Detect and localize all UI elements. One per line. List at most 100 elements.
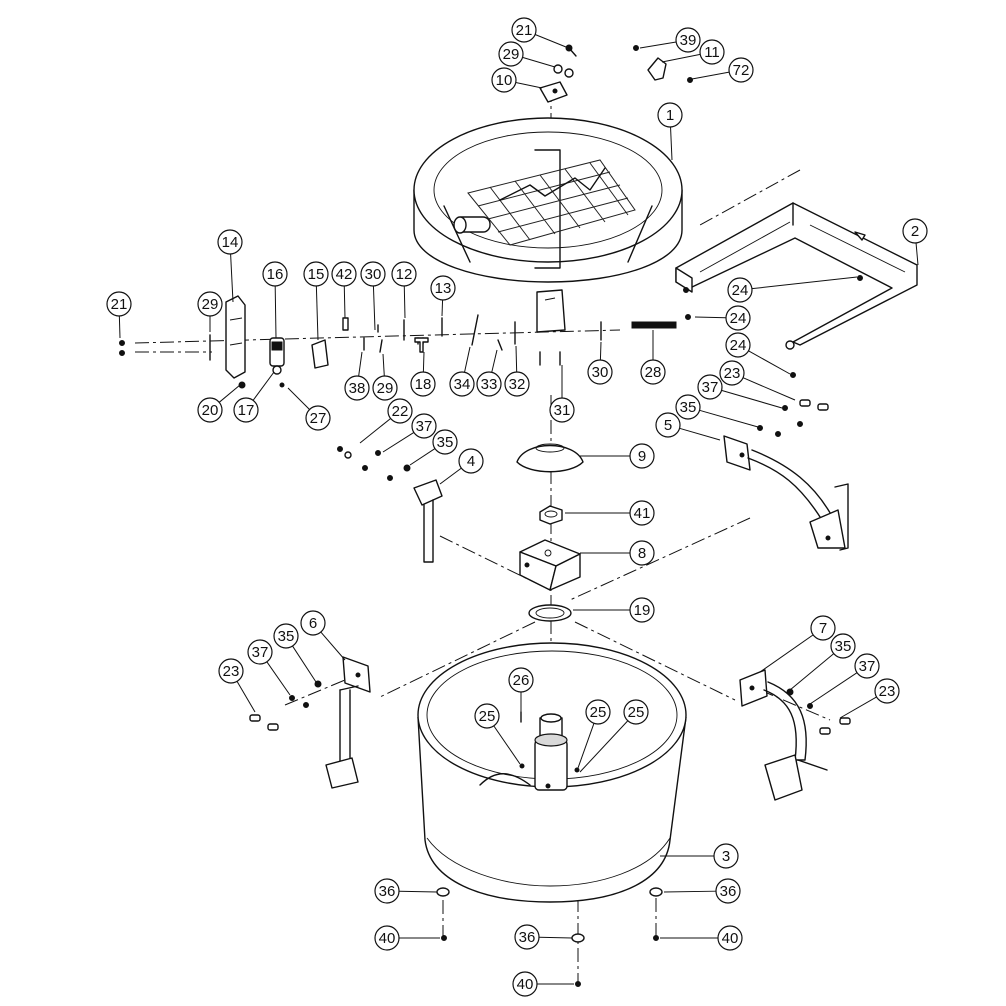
leader-line-c35-a: [699, 409, 759, 428]
leader-line-c15: [315, 285, 319, 341]
callout-c23-a: 23: [719, 360, 745, 386]
leader-line-c39: [639, 41, 677, 49]
leader-line-c37-c: [266, 661, 291, 696]
callout-number: 17: [238, 402, 255, 419]
callout-bubble: [233, 397, 259, 423]
leader-line-c25-b: [577, 723, 595, 769]
leader-line-c27: [287, 387, 310, 410]
callout-number: 29: [202, 296, 219, 313]
callout-c17: 17: [233, 397, 259, 423]
callout-bubble: [549, 397, 575, 423]
callout-c37-a: 37: [697, 374, 723, 400]
callout-bubble: [262, 261, 288, 287]
callout-c39: 39: [675, 27, 701, 53]
callout-bubble: [629, 443, 655, 469]
callout-c15: 15: [303, 261, 329, 287]
callout-c35-a: 35: [675, 394, 701, 420]
callout-bubble: [657, 102, 683, 128]
leader-line-c38: [358, 351, 363, 377]
callout-c72: 72: [728, 57, 754, 83]
leader-line-c6: [320, 631, 346, 661]
callout-number: 20: [202, 402, 219, 419]
callout-bubble: [504, 371, 530, 397]
callout-c27: 27: [305, 405, 331, 431]
callout-c29-top: 29: [498, 41, 524, 67]
callout-bubble: [458, 448, 484, 474]
callout-bubble: [498, 41, 524, 67]
leader-line-c17: [252, 371, 275, 401]
callout-bubble: [474, 703, 500, 729]
callout-bubble: [699, 39, 725, 65]
callout-bubble: [344, 375, 370, 401]
leader-line-c29-mid: [382, 353, 385, 377]
callout-bubble: [675, 394, 701, 420]
callout-bubble: [874, 678, 900, 704]
leader-line-c1: [670, 126, 673, 161]
callout-number: 9: [638, 448, 646, 465]
callout-number: 24: [730, 310, 747, 327]
callout-number: 42: [336, 266, 353, 283]
leader-line-c5: [679, 427, 721, 441]
callout-c38: 38: [344, 375, 370, 401]
callout-c36-a: 36: [374, 878, 400, 904]
callout-bubble: [854, 653, 880, 679]
callout-number: 11: [704, 44, 720, 61]
leader-line-c34: [464, 346, 471, 373]
grid-top-part-1: [413, 117, 683, 283]
callout-bubble: [902, 218, 928, 244]
callout-number: 40: [722, 930, 739, 947]
callout-bubble: [629, 540, 655, 566]
callout-c19: 19: [629, 597, 655, 623]
callout-bubble: [830, 633, 856, 659]
callout-number: 37: [702, 379, 719, 396]
callout-c36-b: 36: [715, 878, 741, 904]
callout-bubble: [410, 371, 436, 397]
leader-line-c18: [422, 351, 425, 373]
callout-bubble: [585, 699, 611, 725]
callout-c24-c: 24: [725, 332, 751, 358]
callout-c5: 5: [655, 412, 681, 438]
callout-number: 6: [309, 615, 317, 632]
callout-c3: 3: [713, 843, 739, 869]
leader-line-c14: [230, 253, 234, 303]
callout-c37-c: 37: [247, 639, 273, 665]
callout-bubble: [728, 57, 754, 83]
callout-c7: 7: [810, 615, 836, 641]
callout-c1: 1: [657, 102, 683, 128]
callout-bubble: [717, 925, 743, 951]
callout-bubble: [629, 597, 655, 623]
leader-line-c4: [439, 467, 462, 485]
frame-part-2: [675, 202, 918, 350]
callout-bubble: [197, 397, 223, 423]
leg-part-7: [739, 669, 851, 801]
callout-number: 38: [349, 380, 366, 397]
callout-number: 1: [666, 107, 674, 124]
center-stack: [516, 443, 584, 622]
callout-c23-b: 23: [218, 658, 244, 684]
leader-line-c36-c: [538, 936, 573, 939]
callout-c32: 32: [504, 371, 530, 397]
callout-number: 10: [496, 72, 513, 89]
callout-c40-a: 40: [374, 925, 400, 951]
callout-number: 21: [516, 22, 533, 39]
callout-c30-b: 30: [587, 359, 613, 385]
callout-number: 19: [634, 602, 651, 619]
callout-bubble: [725, 305, 751, 331]
callout-number: 15: [308, 266, 325, 283]
callout-c8: 8: [629, 540, 655, 566]
callout-bubble: [719, 360, 745, 386]
callout-bubble: [512, 971, 538, 997]
callout-bubble: [508, 667, 534, 693]
callout-c34: 34: [449, 371, 475, 397]
callout-bubble: [197, 291, 223, 317]
callout-bubble: [218, 658, 244, 684]
callout-number: 18: [415, 376, 432, 393]
leader-line-c12: [403, 285, 406, 319]
callout-c18: 18: [410, 371, 436, 397]
callout-c13: 13: [430, 275, 456, 301]
callout-number: 35: [680, 399, 697, 416]
callout-number: 27: [310, 410, 327, 427]
callout-bubble: [587, 359, 613, 385]
callout-number: 32: [509, 376, 526, 393]
